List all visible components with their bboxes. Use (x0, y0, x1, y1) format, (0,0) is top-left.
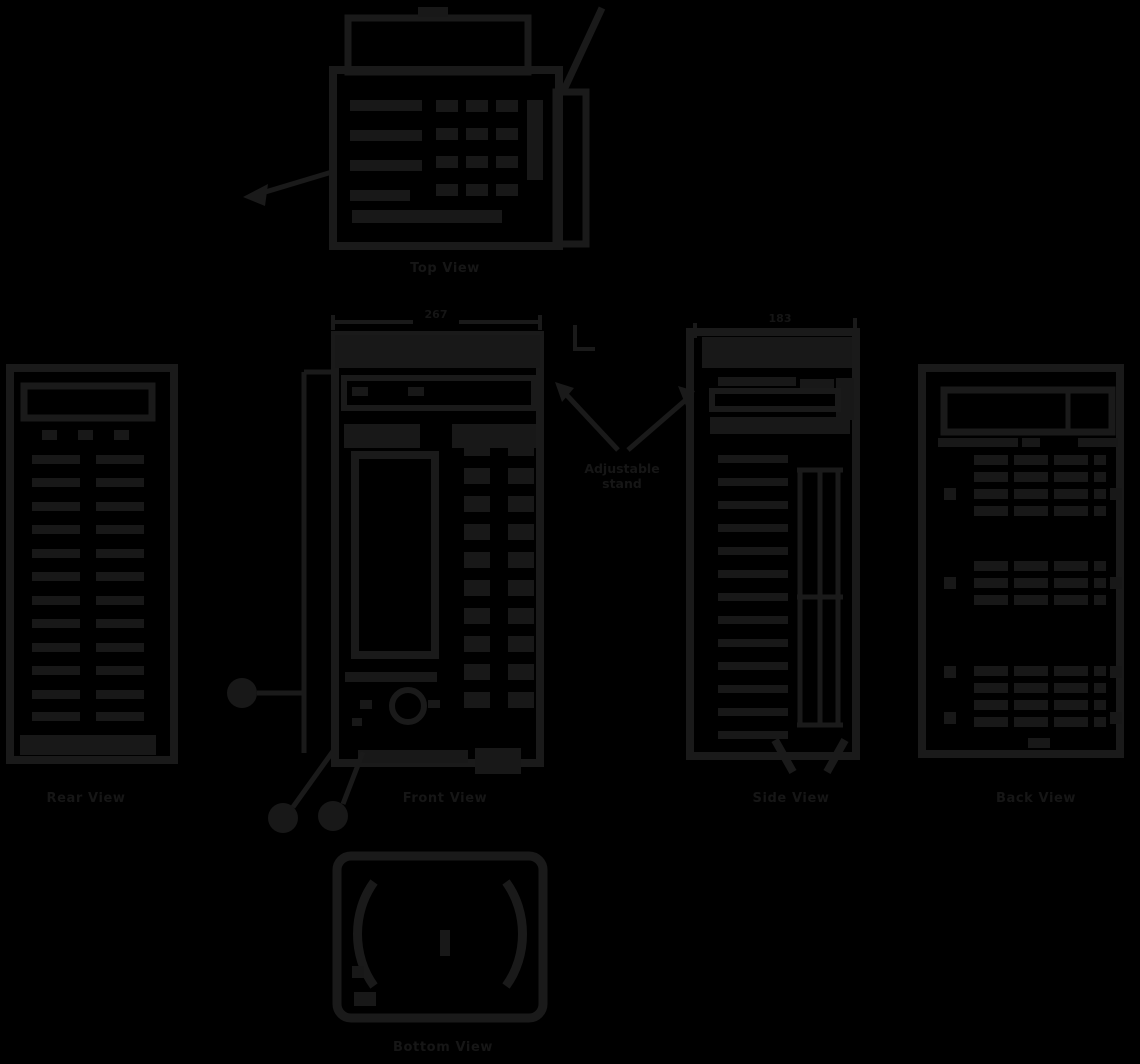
back-view-slot-grid (974, 455, 1106, 727)
callout-dot-icon (318, 801, 348, 831)
side-width-dimension-value: 183 (768, 312, 792, 325)
corner-bracket-mark (573, 325, 595, 351)
front-view-indicator-leds (352, 387, 424, 396)
top-view-line-keys (350, 100, 422, 201)
back-view-figure (918, 364, 1124, 758)
side-view-body (686, 328, 860, 760)
side-view-figure (686, 318, 860, 774)
stand-note-line1: Adjustable (584, 461, 660, 476)
back-view-bottom-dash (1028, 738, 1050, 748)
side-view-stand-rails (797, 467, 843, 728)
callout-2-leader (290, 745, 339, 809)
height-dimension-line (301, 369, 335, 753)
front-view-figure (227, 315, 595, 833)
stand-note-leaders (555, 382, 695, 452)
top-view-softkey-bar (352, 210, 502, 223)
rear-view-vent-slots (32, 455, 144, 721)
width-dimension-line (331, 315, 542, 330)
callout-dot-icon (268, 803, 298, 833)
navigation-wheel-icon (389, 687, 427, 725)
top-view-display-tab (418, 7, 448, 17)
top-view-display (344, 14, 532, 76)
arrow-left-icon (243, 184, 268, 206)
side-view-top-band (702, 337, 852, 368)
rear-view-base-bar (20, 735, 156, 755)
front-view-bottom-keys (358, 748, 521, 774)
bottom-view-left-slot (353, 879, 378, 989)
caption-bottom-view: Bottom View (393, 1040, 493, 1055)
top-view-figure (243, 6, 606, 250)
rear-view-tabs (42, 430, 129, 440)
rear-view-body (6, 364, 178, 764)
side-view-wide-band (710, 417, 850, 434)
caption-side-view: Side View (752, 791, 830, 806)
front-view-nav-keys (352, 700, 440, 726)
handset-cord-icon (559, 6, 606, 94)
back-view-top-panel (940, 386, 1116, 436)
side-view-mid-band (709, 388, 841, 412)
back-view-tab-row (938, 438, 1118, 447)
bottom-view-right-slot (502, 879, 527, 989)
bottom-view-feet-dots (352, 966, 376, 1006)
back-view-body (918, 364, 1124, 758)
front-view-display-ledge (345, 672, 437, 682)
top-view-keypad (436, 100, 518, 196)
stand-note-line2: stand (602, 476, 642, 491)
rear-view-figure (6, 364, 178, 764)
front-view-indicator-band (341, 375, 537, 411)
front-view-key-columns (464, 440, 534, 708)
front-view-softkey-row (344, 424, 536, 448)
front-width-dimension-value: 267 (424, 308, 448, 321)
arrow-up-left-icon (555, 382, 574, 402)
caption-top-view: Top View (410, 261, 480, 276)
side-view-upper-rows (718, 377, 854, 420)
callout-3-leader (340, 751, 366, 805)
rear-view-panel (20, 382, 156, 422)
callout-dot-icon (227, 678, 257, 708)
top-view-side-key (527, 100, 543, 180)
bottom-view-center-dash (440, 930, 450, 956)
caption-front-view: Front View (402, 791, 488, 806)
side-view-feet (771, 738, 849, 774)
handset-icon (552, 88, 590, 248)
bottom-view-body (332, 851, 548, 1023)
bottom-view-figure (332, 851, 548, 1023)
stand-note-label: Adjustable stand (584, 461, 659, 491)
caption-back-view: Back View (995, 791, 1077, 806)
side-view-ladder-slots (718, 455, 788, 739)
front-view-display (351, 451, 439, 659)
front-view-handset-rest (335, 335, 540, 368)
caption-rear-view: Rear View (46, 791, 126, 806)
top-view-arrow-line (261, 169, 333, 196)
back-view-side-dots (944, 488, 1122, 724)
